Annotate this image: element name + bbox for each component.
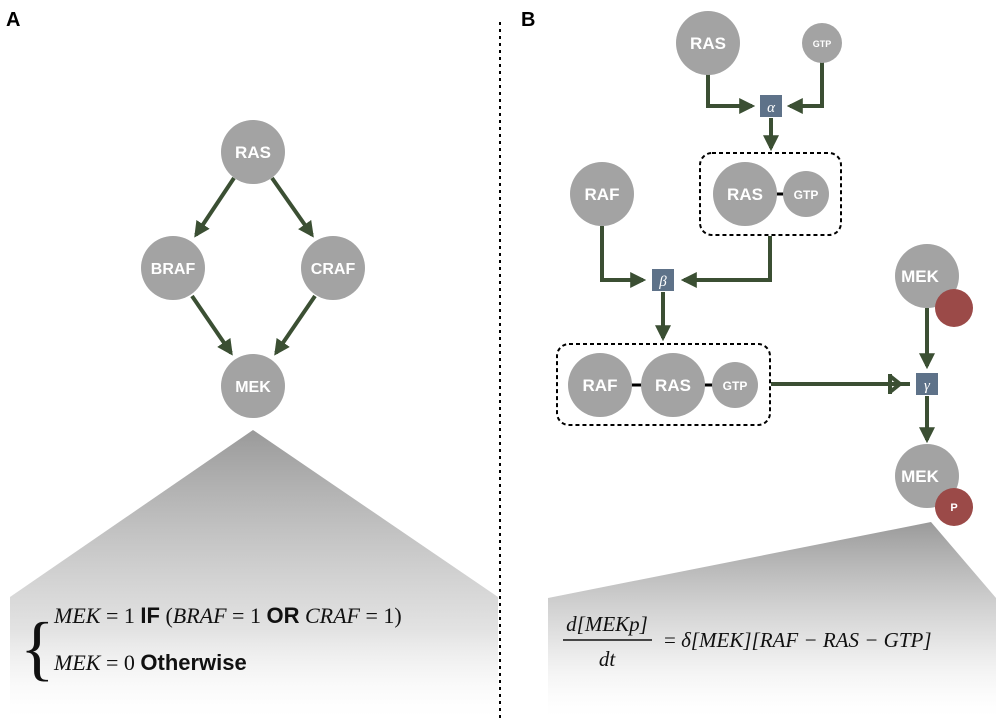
zoom-fan-b [548, 522, 996, 718]
edge-ras-braf [194, 176, 236, 238]
node-mek-b-bottom-label: MEK [901, 467, 940, 486]
reaction-beta-label: β [658, 274, 667, 290]
node-raf-b-label: RAF [585, 185, 620, 204]
brace-icon: { [20, 608, 55, 688]
rule-line-1: MEK = 1 IF (BRAF = 1 OR CRAF = 1) [53, 603, 402, 628]
reaction-gamma-label: γ [924, 378, 931, 394]
node-braf-label: BRAF [151, 261, 196, 278]
edge-complex-beta [680, 236, 772, 288]
node-mek-b-bottom: MEK P [895, 444, 973, 526]
ode-rhs: = δ[MEK][RAF − RAS − GTP] [664, 628, 932, 652]
reaction-alpha: α [760, 95, 782, 117]
zoom-fan-a [10, 430, 498, 718]
edge-gtp-alpha [786, 62, 824, 114]
node-mek-b-top-label: MEK [901, 267, 940, 286]
reaction-beta: β [652, 269, 674, 291]
node-craf: CRAF [301, 236, 365, 300]
complex-c-raf-label: RAF [583, 376, 618, 395]
rule-line-2: MEK = 0 Otherwise [53, 650, 247, 675]
reaction-gamma: γ [916, 373, 938, 395]
panel-a-label: A [6, 9, 20, 31]
node-ras-b-top: RAS [676, 11, 740, 75]
edge-raf-beta [600, 226, 647, 288]
ode-denominator: dt [599, 647, 617, 671]
node-gtp-b-top-label: GTP [813, 39, 832, 49]
node-ras-b-top-label: RAS [690, 34, 726, 53]
edge-braf-mek [190, 294, 233, 356]
phospho-badge [935, 488, 973, 526]
boolean-rule: { MEK = 1 IF (BRAF = 1 OR CRAF = 1) MEK … [20, 603, 402, 688]
edge-ras-craf [270, 176, 314, 238]
node-braf: BRAF [141, 236, 205, 300]
panel-b: RAS GTP α RAS GTP RAF β [548, 11, 996, 718]
node-gtp-b-top: GTP [802, 23, 842, 63]
complex-raf-ras-gtp: RAF RAS GTP [556, 343, 771, 426]
panel-b-label: B [521, 9, 535, 31]
panel-a: RAS BRAF CRAF MEK { MEK = 1 IF (BRAF = 1… [10, 120, 498, 718]
phospho-badge-label: P [950, 502, 957, 514]
ode-equation: d[MEKp] dt = δ[MEK][RAF − RAS − GTP] [563, 612, 932, 671]
node-raf-b: RAF [570, 162, 634, 226]
reaction-alpha-label: α [767, 100, 776, 116]
node-mek-b-top: MEK [895, 244, 973, 327]
complex-ras-label: RAS [727, 185, 763, 204]
node-ras-a-label: RAS [235, 143, 271, 162]
phospho-site-empty [935, 289, 973, 327]
node-mek-a-label: MEK [235, 379, 271, 396]
edge-craf-mek [274, 294, 317, 356]
node-craf-label: CRAF [311, 261, 356, 278]
node-mek-a: MEK [221, 354, 285, 418]
ode-numerator: d[MEKp] [566, 612, 648, 636]
complex-c-gtp-label: GTP [723, 379, 748, 393]
edge-ras-alpha [706, 74, 756, 114]
complex-c-ras-label: RAS [655, 376, 691, 395]
node-ras-a: RAS [221, 120, 285, 184]
complex-gtp-label: GTP [794, 188, 819, 202]
complex-ras-gtp: RAS GTP [699, 152, 842, 236]
